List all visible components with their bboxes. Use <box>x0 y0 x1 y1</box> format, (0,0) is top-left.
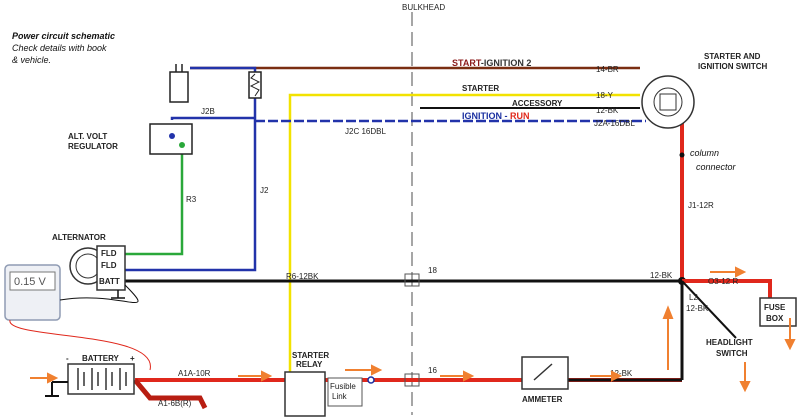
connector-16-label: 16 <box>428 366 437 375</box>
switch-label-1: STARTER AND <box>704 52 761 61</box>
headlight-label-1: HEADLIGHT <box>706 338 753 347</box>
connector-label: connector <box>696 162 737 172</box>
connector-16 <box>404 373 420 387</box>
starter-wire <box>288 93 640 415</box>
battery-label: BATTERY <box>82 354 120 363</box>
wire-a1a-label: A1A-10R <box>178 369 211 378</box>
connector-18 <box>404 273 420 287</box>
wire-12bk-accessory-label: 12-BK <box>596 106 619 115</box>
connector-18-label: 18 <box>428 266 437 275</box>
wire-j2c-label: J2C 16DBL <box>345 127 386 136</box>
voltage-regulator <box>149 123 193 155</box>
note-line-2: Check details with book <box>12 43 107 53</box>
meter-probe-red <box>9 319 151 371</box>
wire-18y-label: 18-Y <box>596 91 614 100</box>
ignition-coil <box>169 71 189 103</box>
fuse-box-label-2: BOX <box>766 314 784 323</box>
bulkhead-label: BULKHEAD <box>402 3 445 12</box>
starter-relay <box>284 371 326 417</box>
wire-o3-label: O3-12 R <box>708 277 738 286</box>
ignition-switch <box>641 75 695 129</box>
wire-a1-label: A1-6B(R) <box>158 399 192 408</box>
ammeter-needle <box>533 363 553 381</box>
a1-6b-wire <box>133 378 208 410</box>
fusible-link-node <box>367 376 375 384</box>
regulator-terminal-i <box>169 133 175 139</box>
wire-12bk-l2-label: 12-BK <box>686 304 709 313</box>
battery-minus: - <box>66 354 69 363</box>
ignition-switch-key <box>659 93 677 111</box>
j2b-wire <box>170 116 255 120</box>
alternator-label: ALTERNATOR <box>52 233 106 242</box>
wire-r6-label: R6-12BK <box>286 272 319 281</box>
note-line-3: & vehicle. <box>12 55 51 65</box>
battery-cells <box>77 368 127 390</box>
starter-label: STARTER <box>462 84 499 93</box>
switch-label-2: IGNITION SWITCH <box>698 62 768 71</box>
wire-r3-label: R3 <box>186 195 197 204</box>
j2-wire <box>125 66 257 272</box>
headlight-label-2: SWITCH <box>716 349 748 358</box>
wire-j2-label: J2 <box>260 186 269 195</box>
battery <box>67 363 135 395</box>
wire-l2-label: L2 <box>689 293 698 302</box>
fuse-box-label-1: FUSE <box>764 303 786 312</box>
o3-12r-wire <box>682 279 772 298</box>
fusible-label-1: Fusible <box>330 382 356 391</box>
wire-j2a-label: J2A-16DBL <box>594 119 635 128</box>
wire-j2b-label: J2B <box>201 107 215 116</box>
alternator-body <box>96 245 126 291</box>
meter-probe-black <box>59 284 139 304</box>
fld-terminal-1: FLD <box>101 249 117 258</box>
meter-display <box>9 271 56 291</box>
column-connector-dot <box>679 152 685 158</box>
batt-terminal: BATT <box>99 277 120 286</box>
starter-relay-label-1: STARTER <box>292 351 329 360</box>
l2-wire <box>681 280 737 339</box>
ignition-switch-inner <box>653 87 683 117</box>
ammeter-label: AMMETER <box>522 395 563 404</box>
ignition-run-label: IGNITION - RUN <box>462 111 530 121</box>
regulator-label-2: REGULATOR <box>68 142 118 151</box>
accessory-label: ACCESSORY <box>512 99 563 108</box>
starter-relay-label-2: RELAY <box>296 360 323 369</box>
column-label: column <box>690 148 719 158</box>
fld-terminal-2: FLD <box>101 261 117 270</box>
wire-j1-label: J1-12R <box>688 201 714 210</box>
r3-wire <box>125 145 184 256</box>
ballast-resistor <box>248 71 262 99</box>
regulator-label-1: ALT. VOLT <box>68 132 107 141</box>
start-ignition-label: START-IGNITION 2 <box>452 58 531 68</box>
wire-14br-label: 14-BR <box>596 65 619 74</box>
wire-12bk-main-label: 12-BK <box>650 271 673 280</box>
fusible-link-box <box>327 377 363 407</box>
battery-plus: + <box>130 354 135 363</box>
meter-reading: 0.15 V <box>14 276 46 288</box>
fusible-label-2: Link <box>332 392 348 401</box>
wire-12bk-ammeter-label: 12-BK <box>610 369 633 378</box>
resistor-zigzag <box>249 73 261 97</box>
note-line-1: Power circuit schematic <box>12 31 115 41</box>
regulator-terminal-f <box>179 142 185 148</box>
current-flow-arrows <box>30 266 796 393</box>
ammeter <box>521 356 569 390</box>
